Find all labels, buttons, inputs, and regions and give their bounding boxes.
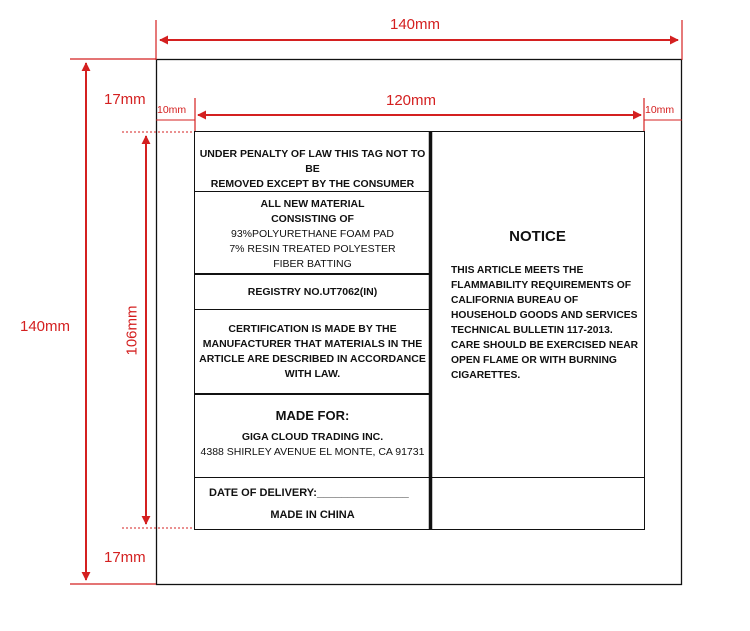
blank-bottom-cell xyxy=(430,476,645,530)
made-in-china: MADE IN CHINA xyxy=(270,508,355,521)
certification-cell: CERTIFICATION IS MADE BY THE MANUFACTURE… xyxy=(194,308,431,395)
registry-number: REGISTRY NO.UT7062(IN) xyxy=(247,286,378,298)
dim-label-margin-right: 10mm xyxy=(645,104,675,116)
certification-line-4: WITH LAW. xyxy=(284,367,341,380)
outer-frame xyxy=(155,58,683,586)
dim-label-margin-bottom: 17mm xyxy=(104,549,146,566)
registry-cell: REGISTRY NO.UT7062(IN) xyxy=(194,273,431,310)
date-of-delivery: DATE OF DELIVERY:_______________ xyxy=(209,486,409,499)
notice-line-6: CARE SHOULD BE EXERCISED NEAR xyxy=(451,340,639,351)
warning-line-1: UNDER PENALTY OF LAW THIS TAG NOT TO BE xyxy=(199,148,426,175)
material-cell: ALL NEW MATERIAL CONSISTING OF 93%POLYUR… xyxy=(194,190,431,275)
notice-line-3: CALIFORNIA BUREAU OF xyxy=(451,295,579,306)
dim-label-inner-width: 120mm xyxy=(386,92,437,109)
dim-label-margin-top: 17mm xyxy=(104,91,146,108)
notice-line-1: THIS ARTICLE MEETS THE xyxy=(451,265,584,276)
material-heading-1: ALL NEW MATERIAL xyxy=(260,197,365,210)
notice-line-2: FLAMMABILITY REQUIREMENTS OF xyxy=(451,280,631,291)
notice-line-5: TECHNICAL BULLETIN 117-2013. xyxy=(451,325,613,336)
delivery-cell: DATE OF DELIVERY:_______________ MADE IN… xyxy=(194,476,431,530)
warning-line-2: REMOVED EXCEPT BY THE CONSUMER xyxy=(210,178,415,190)
material-line-3: FIBER BATTING xyxy=(273,257,352,270)
material-line-2: 7% RESIN TREATED POLYESTER xyxy=(229,242,396,255)
material-heading-2: CONSISTING OF xyxy=(271,212,354,225)
warning-cell: UNDER PENALTY OF LAW THIS TAG NOT TO BE … xyxy=(194,131,431,192)
made-for-company: GIGA CLOUD TRADING INC. xyxy=(241,431,384,443)
material-line-1: 93%POLYURETHANE FOAM PAD xyxy=(231,227,394,240)
made-for-address: 4388 SHIRLEY AVENUE EL MONTE, CA 91731 xyxy=(200,446,425,458)
dim-label-inner-height: 106mm xyxy=(123,305,141,356)
notice-line-7: OPEN FLAME OR WITH BURNING xyxy=(451,355,617,366)
dim-label-outer-height: 140mm xyxy=(20,318,71,335)
notice-cell: NOTICE THIS ARTICLE MEETS THE FLAMMABILI… xyxy=(430,131,645,478)
certification-line-3: ARTICLE ARE DESCRIBED IN ACCORDANCE xyxy=(199,352,426,365)
dim-label-margin-left: 10mm xyxy=(157,104,187,116)
notice-line-8: CIGARETTES. xyxy=(451,370,521,381)
dim-label-outer-width: 140mm xyxy=(390,16,441,33)
made-for-heading: MADE FOR: xyxy=(275,408,350,423)
certification-line-1: CERTIFICATION IS MADE BY THE xyxy=(228,322,397,335)
notice-line-4: HOUSEHOLD GOODS AND SERVICES xyxy=(451,310,638,321)
made-for-cell: MADE FOR: GIGA CLOUD TRADING INC. 4388 S… xyxy=(194,393,431,478)
notice-title: NOTICE xyxy=(509,228,566,245)
certification-line-2: MANUFACTURER THAT MATERIALS IN THE xyxy=(202,337,423,350)
